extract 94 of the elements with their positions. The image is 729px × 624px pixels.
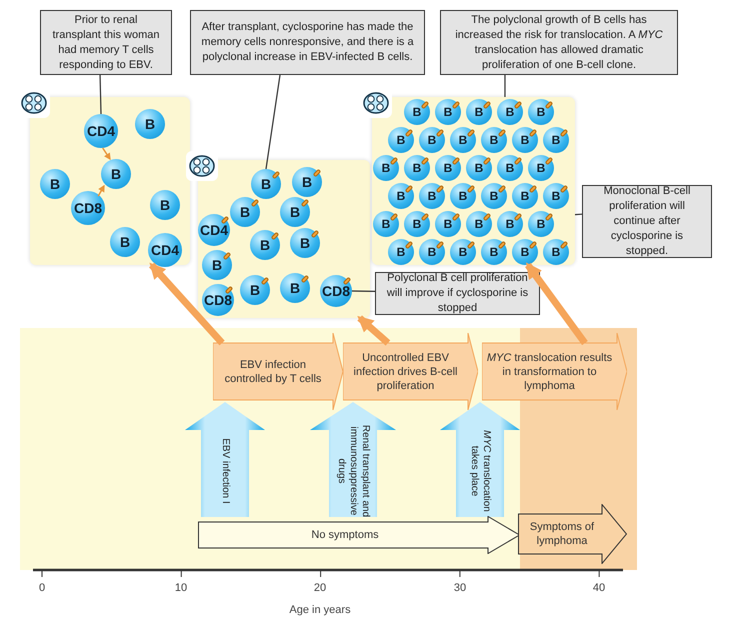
callout-box xyxy=(582,185,712,258)
cell-label: CD4 xyxy=(86,124,115,138)
cell-label: B xyxy=(506,162,514,174)
cell-label: B xyxy=(444,162,452,174)
cell-label: B xyxy=(240,205,250,219)
cell-label: B xyxy=(506,106,514,118)
cell-label: B xyxy=(144,117,156,131)
cell-label: B xyxy=(444,106,452,118)
event-marker xyxy=(440,402,520,517)
cell-label: B xyxy=(458,246,468,258)
cell-label: B xyxy=(428,246,436,258)
cell-label: B xyxy=(444,218,452,230)
cell-label: B xyxy=(290,281,300,295)
cell-label: B xyxy=(536,218,546,230)
cell-label: B xyxy=(412,106,422,118)
arrow xyxy=(357,315,390,346)
cell-label: B xyxy=(260,177,272,191)
event-marker xyxy=(310,402,396,517)
axis-tick-label: 30 xyxy=(454,582,466,595)
callout-text: Polyclonal B cell proliferation will improve if cyclosporine is stopped xyxy=(386,271,530,316)
cell-label: CD8 xyxy=(204,293,232,307)
cell-panel xyxy=(198,160,370,318)
callout-text: Prior to renal transplant this woman had memory T cells responding to EBV. xyxy=(52,12,160,72)
cell-label: B xyxy=(396,246,406,258)
cell-label: B xyxy=(396,190,406,202)
process-text: Uncontrolled EBV infection drives B-cell proliferation xyxy=(352,350,458,392)
cell-label: B xyxy=(290,205,300,219)
cell-label: B xyxy=(50,177,60,191)
stage-banner xyxy=(343,333,478,410)
cell-label: B xyxy=(520,246,530,258)
cell-label: B xyxy=(474,218,484,230)
cell-label: B xyxy=(536,106,546,118)
arrow xyxy=(525,262,588,346)
cell-label: B xyxy=(302,175,312,189)
cell-label: B xyxy=(506,218,514,230)
cell-label: B xyxy=(458,190,468,202)
event-text: EBV infection I xyxy=(219,438,231,504)
cell-label: B xyxy=(396,134,406,146)
arrow xyxy=(102,148,111,160)
cell-label: B xyxy=(382,218,390,230)
period-text: No symptoms xyxy=(311,528,379,542)
period-text: Symptoms of lymphoma xyxy=(528,520,596,548)
cell-label: CD8 xyxy=(322,284,350,298)
cell-label: B xyxy=(412,218,422,230)
cell-label: B xyxy=(552,134,560,146)
cell-label: B xyxy=(490,246,498,258)
cell-panel xyxy=(30,97,190,265)
cell-label: B xyxy=(382,162,390,174)
event-marker xyxy=(185,402,265,517)
cell-label: B xyxy=(474,106,484,118)
process-text: EBV infection controlled by T cells xyxy=(224,358,322,386)
cell-label: B xyxy=(120,235,130,249)
axis-tick-label: 20 xyxy=(314,582,326,595)
cell-label: B xyxy=(474,162,484,174)
cell-label: B xyxy=(458,134,468,146)
callout-text: The polyclonal growth of B cells has increased the risk for translocation. A MYC translocation has allowed dramatic proliferation of one B-cell clone. xyxy=(454,12,664,72)
cell-label: B xyxy=(552,190,560,202)
cell-label: B xyxy=(490,134,498,146)
cell-label: B xyxy=(300,236,310,250)
axis-title: Age in years xyxy=(289,604,351,617)
cell-label: B xyxy=(520,134,530,146)
cell-label: B xyxy=(520,190,530,202)
callout-text: Monoclonal B-cell proliferation will continue after cyclosporine is stopped. xyxy=(602,184,692,259)
callout-box xyxy=(40,10,172,75)
cell-label: B xyxy=(536,162,546,174)
axis-tick-label: 0 xyxy=(38,582,46,595)
cell-label: B xyxy=(552,246,560,258)
cell-label: B xyxy=(412,162,422,174)
arrow xyxy=(149,262,225,346)
cell-panel xyxy=(372,97,575,265)
cell-label: CD4 xyxy=(150,243,179,257)
cell-label: CD4 xyxy=(200,223,228,237)
cell-label: B xyxy=(160,198,170,212)
axis-tick-label: 40 xyxy=(592,582,606,595)
stage-banner xyxy=(213,333,343,410)
cell-label: B xyxy=(260,238,270,252)
callout-box xyxy=(440,10,678,75)
cell-label: CD8 xyxy=(74,201,102,215)
process-text: MYC translocation results in transformation to lymphoma xyxy=(486,350,613,392)
cell-label: B xyxy=(250,283,260,297)
cell-label: B xyxy=(110,167,122,181)
cell-label: B xyxy=(428,134,436,146)
callout-text: After transplant, cyclosporine has made the memory cells nonresponsive, and there is a polyclonal increase in EBV-infected B cells. xyxy=(200,20,415,65)
cell-label: B xyxy=(428,190,436,202)
stage-banner xyxy=(482,333,627,410)
period-banner xyxy=(518,504,627,564)
event-text: Renal transplant and immunosuppressive drugs xyxy=(335,423,371,519)
arrow xyxy=(98,184,105,196)
axis-tick-label: 10 xyxy=(174,582,188,595)
cell-label: B xyxy=(490,190,498,202)
cell-label: B xyxy=(212,258,222,272)
callout-box xyxy=(190,10,425,75)
callout-box xyxy=(375,272,540,315)
period-banner xyxy=(198,516,520,554)
